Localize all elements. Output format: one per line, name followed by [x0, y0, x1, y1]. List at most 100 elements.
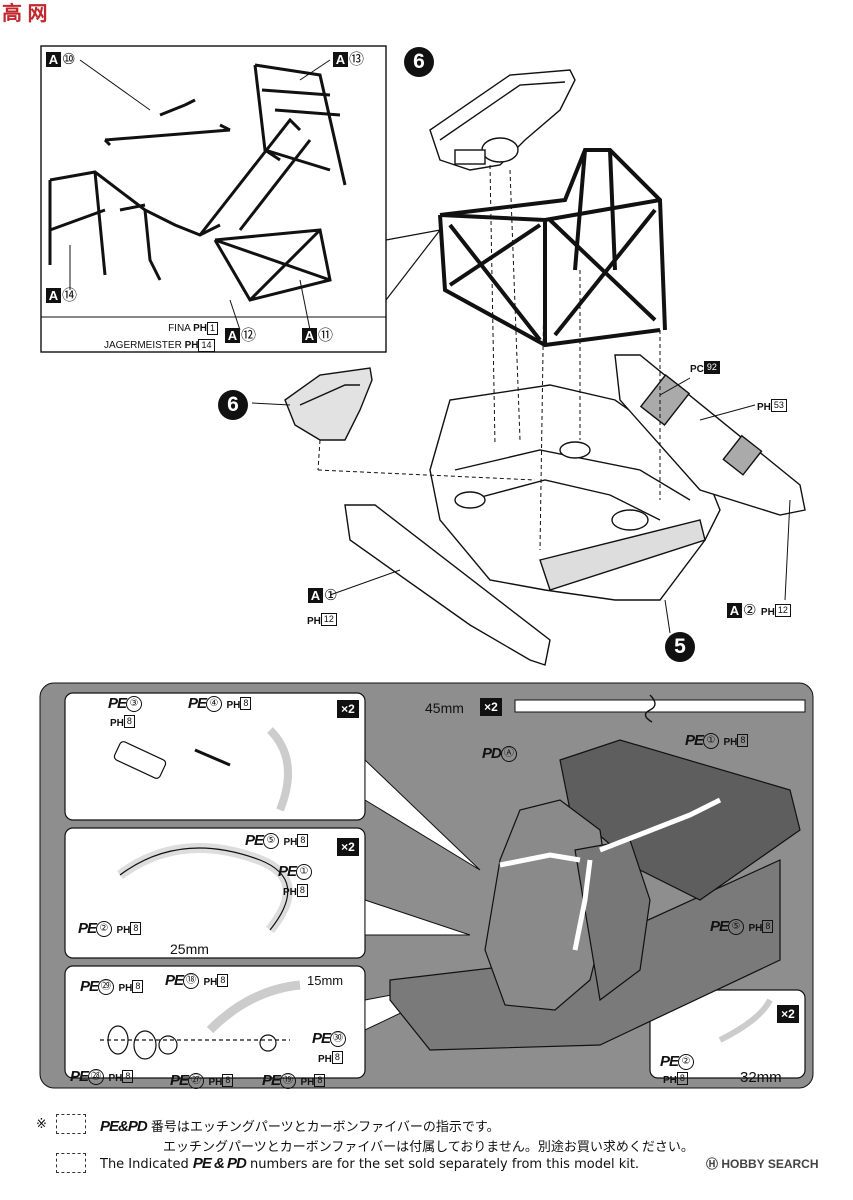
sheet-number: 8 [314, 1074, 326, 1088]
pd-number: Ⓐ [500, 745, 517, 762]
note-mark: ※ [36, 1117, 47, 1132]
pe-number: ㉙ [98, 978, 115, 995]
sheet-code: PC [690, 364, 704, 375]
roll-cage-inset-frame [40, 45, 387, 353]
sheet-code: PH [116, 925, 131, 936]
pe-number: ⑤ [728, 918, 745, 935]
pe-number: ㉚ [330, 1030, 347, 1047]
belt-detail-box-1 [64, 692, 366, 821]
runner-a-tag: A [46, 288, 61, 303]
part-number: ⑭ [62, 287, 78, 304]
sheet-number: 8 [297, 834, 309, 848]
pe-number: ③ [126, 695, 143, 712]
sheet-number: 8 [240, 697, 252, 711]
sheet-number: 12 [320, 613, 337, 627]
sheet-code: PH [110, 718, 124, 729]
strap-break-mark [644, 694, 656, 723]
step-marker-dashboard: 6 [404, 47, 434, 77]
note-en-pre: The Indicated [100, 1157, 189, 1172]
sheet-number: 8 [762, 920, 774, 934]
strap-length-bar [514, 699, 806, 713]
inset-callout [385, 229, 442, 301]
sheet-number: 8 [737, 734, 749, 748]
dashboard-drawing [429, 69, 576, 171]
seat-belts-drawing [499, 797, 722, 951]
assembly-guide-lines [317, 164, 661, 551]
note-pepd-tag: PE&PD [100, 1118, 148, 1135]
note-checkbox-2 [56, 1153, 86, 1173]
sheet-number: 8 [130, 922, 142, 936]
strap-length-32mm: 32mm [740, 1069, 782, 1086]
note-jp-line-1: PE&PD 番号はエッチングパーツとカーボンファイバーの指示です。 [100, 1116, 500, 1135]
quantity-x2-box2: ×2 [337, 838, 359, 856]
part-number: ⑩ [62, 51, 76, 68]
pe-tag: PE [262, 1072, 281, 1089]
sheet-number: 8 [222, 1074, 234, 1088]
pe-number: ② [96, 920, 113, 937]
sheet-code: PH [748, 923, 763, 934]
strap-length-45mm: 45mm [425, 700, 464, 716]
strap-length-15mm: 15mm [307, 973, 344, 988]
sheet-code: PH [283, 837, 298, 848]
sheet-code: PH [108, 1073, 123, 1084]
sheet-number: 8 [296, 884, 308, 898]
runner-a-tag: A [333, 52, 348, 67]
sheet-code: PH [208, 1077, 223, 1088]
sheet-number: 8 [123, 715, 135, 729]
decal-name: JAGERMEISTER [104, 340, 182, 352]
note-checkbox-1 [56, 1114, 86, 1134]
pe-tag: PE [312, 1030, 331, 1047]
sheet-code: PH [757, 402, 771, 413]
pe-tag: PE [70, 1068, 89, 1085]
runner-a-tag: A [727, 603, 742, 618]
part-number: ② [743, 602, 757, 619]
pe-tag: PE [78, 920, 97, 937]
sheet-code: PH [663, 1075, 677, 1086]
decal-number: 14 [198, 339, 215, 352]
decal-number: 1 [206, 322, 218, 335]
sheet-number: 12 [774, 604, 791, 618]
sheet-code: PH [226, 700, 241, 711]
floor-leader-lines [251, 377, 791, 634]
part-number: ⑬ [349, 51, 365, 68]
pe-tag: PE [278, 863, 297, 880]
pe-tag: PE [710, 918, 729, 935]
sheet-code: PH [307, 616, 321, 627]
strap-length-25mm: 25mm [170, 941, 209, 957]
interior-seat-scene [389, 739, 801, 1051]
pe-number: ㉘ [88, 1068, 105, 1085]
belt-parts-drawing [100, 727, 773, 1060]
sheet-number: 8 [122, 1070, 134, 1084]
step-marker-floor: 5 [665, 632, 695, 662]
sheet-code: PH [318, 1054, 332, 1065]
sheet-code: PH [723, 737, 738, 748]
runner-a-tag: A [225, 328, 240, 343]
pe-number: ㉗ [188, 1072, 205, 1089]
step-marker-seat: 6 [218, 390, 248, 420]
sheet-number: 53 [770, 399, 787, 413]
sheet-code: PH [118, 983, 133, 994]
credit-logo: Ⓗ HOBBY SEARCH [706, 1158, 818, 1170]
decal-sheet-code: PH [184, 340, 199, 352]
watermark-logo: 高 网 [2, 3, 48, 25]
pe-tag: PE [660, 1053, 679, 1070]
part-number: ⑪ [318, 327, 334, 344]
pe-tag: PE [80, 978, 99, 995]
